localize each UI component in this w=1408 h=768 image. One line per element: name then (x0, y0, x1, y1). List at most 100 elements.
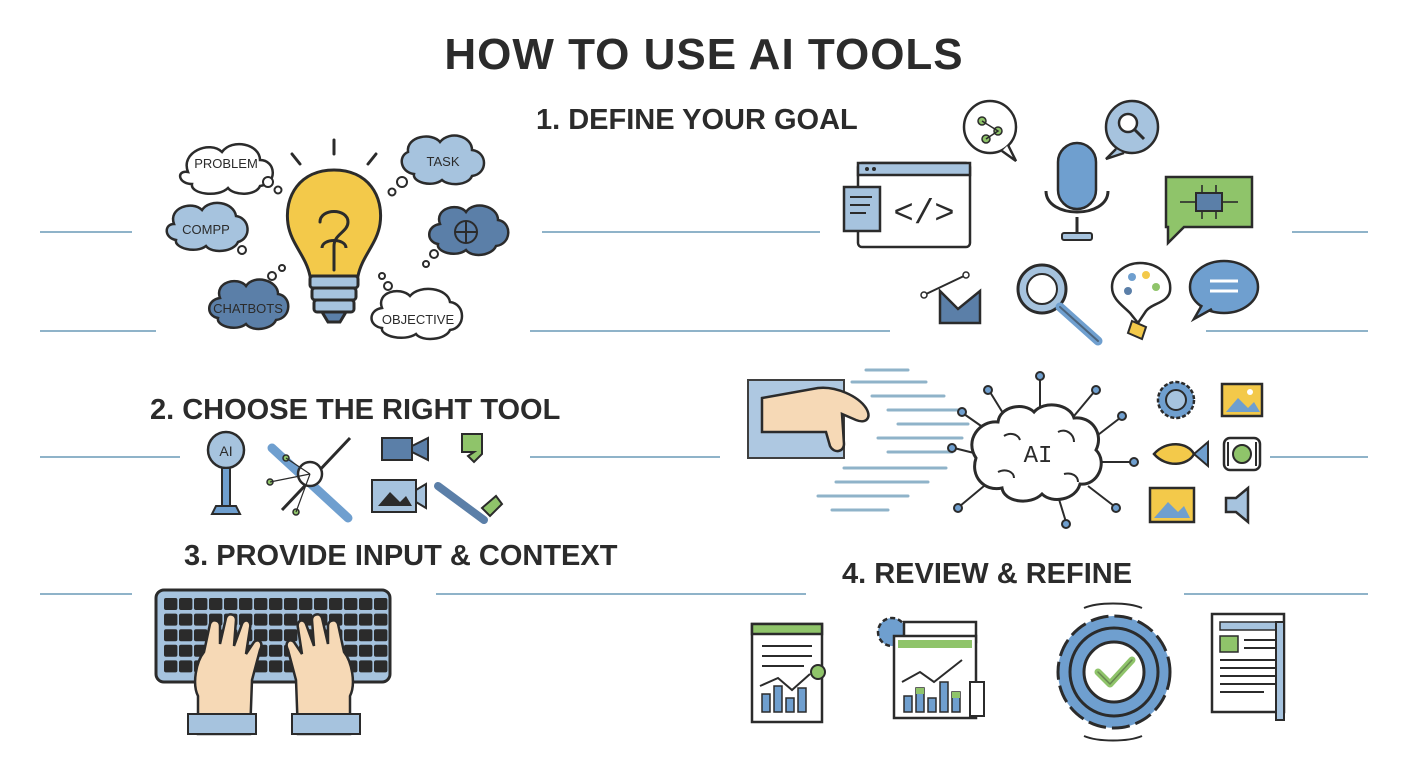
design-tools-icon (266, 436, 353, 523)
divider-line (40, 330, 156, 332)
keyboard-key (374, 629, 388, 642)
chart-doc-icon (876, 616, 985, 720)
keyboard-key (164, 644, 178, 657)
keyboard-key (179, 613, 193, 626)
document-icon (1210, 612, 1286, 721)
keyboard-icon (154, 588, 392, 736)
cloud-problem: PROBLEM (179, 142, 283, 196)
tools-cluster: </> (842, 99, 1260, 346)
gear-check-icon (1056, 602, 1172, 742)
divider-line (40, 593, 132, 595)
keyboard-key (284, 629, 298, 642)
svg-text:OBJECTIVE: OBJECTIVE (382, 312, 455, 327)
svg-text:TASK: TASK (427, 154, 460, 169)
divider-line (542, 231, 820, 233)
keyboard-key (359, 629, 373, 642)
ai-brain-icon: AI (947, 371, 1139, 529)
goal-illustration: PROBLEM TASK COMPP CHATBOTS OBJECTIVE (165, 134, 510, 341)
keyboard-key (269, 613, 283, 626)
video-camera-icon (381, 436, 429, 462)
microphone-icon (1044, 141, 1110, 241)
keyboard-key (344, 644, 358, 657)
step-1-heading: 1. DEFINE YOUR GOAL (536, 104, 858, 136)
keyboard-key (194, 613, 208, 626)
keyboard-key (269, 629, 283, 642)
svg-text:AI: AI (219, 443, 232, 459)
speaker-icon (1224, 485, 1250, 525)
phone-icon (461, 433, 483, 464)
keyboard-key (254, 598, 268, 610)
keyboard-key (179, 629, 193, 642)
cloud-task: TASK (387, 134, 486, 197)
keyboard-key (209, 598, 223, 610)
typing-hands (187, 613, 361, 736)
keyboard-key (179, 598, 193, 610)
keyboard-key (164, 598, 178, 610)
keyboard-key (344, 613, 358, 626)
cloud-network-icon (422, 204, 510, 268)
divider-line (530, 456, 720, 458)
palette-bulb-icon (1110, 261, 1172, 341)
ai-brain-illustration: AI (747, 368, 1264, 529)
keyboard-key (254, 629, 268, 642)
divider-line (1206, 330, 1368, 332)
keyboard-key (239, 598, 253, 610)
keyboard-key (314, 598, 328, 610)
picture-icon (1148, 486, 1196, 524)
divider-line (1184, 593, 1368, 595)
keyboard-key (374, 660, 388, 673)
ai-trophy-icon: AI (206, 430, 246, 515)
review-icons (750, 602, 1286, 742)
keyboard-key (179, 660, 193, 673)
lightbulb-icon (285, 168, 383, 324)
keyboard-key (374, 598, 388, 610)
keyboard-key (269, 644, 283, 657)
keyboard-key (224, 598, 238, 610)
step-3-heading: 3. PROVIDE INPUT & CONTEXT (184, 540, 618, 572)
divider-line (40, 231, 132, 233)
keyboard-key (269, 660, 283, 673)
cloud-objective: OBJECTIVE (370, 272, 464, 341)
keyboard-key (284, 598, 298, 610)
hand-cursor-icon (747, 379, 870, 459)
step-4-heading: 4. REVIEW & REFINE (842, 558, 1133, 590)
step-2-heading: 2. CHOOSE THE RIGHT TOOL (150, 394, 561, 426)
keyboard-key (254, 613, 268, 626)
divider-line (530, 330, 890, 332)
divider-line (1270, 456, 1368, 458)
tool-choice-icons: AI (206, 430, 504, 524)
report-icon (750, 622, 826, 724)
keyboard-key (374, 644, 388, 657)
audio-icon (1222, 436, 1262, 472)
svg-text:CHATBOTS: CHATBOTS (213, 301, 283, 316)
svg-text:</>: </> (893, 196, 954, 234)
keyboard-key (164, 660, 178, 673)
divider-line (1292, 231, 1368, 233)
keyboard-key (194, 598, 208, 610)
divider-line (436, 593, 806, 595)
photo-video-icon (371, 479, 427, 513)
chat-search-icon (1104, 99, 1160, 161)
svg-text:AI: AI (1024, 443, 1053, 470)
keyboard-key (284, 613, 298, 626)
divider-line (40, 456, 180, 458)
keyboard-key (179, 644, 193, 657)
keyboard-key (194, 629, 208, 642)
keyboard-key (344, 629, 358, 642)
keyboard-key (164, 629, 178, 642)
keyboard-key (359, 660, 373, 673)
chat-network-icon (962, 99, 1018, 163)
keyboard-key (329, 598, 343, 610)
drawing-icon (920, 271, 982, 325)
keyboard-key (269, 598, 283, 610)
keyboard-key (299, 598, 313, 610)
circuit-chat-icon (1164, 175, 1254, 247)
keyboard-key (344, 598, 358, 610)
keyboard-key (164, 613, 178, 626)
svg-text:COMPP: COMPP (182, 222, 230, 237)
speech-bubble-icon (1188, 259, 1260, 323)
keyboard-key (359, 644, 373, 657)
cloud-compp: COMPP (165, 201, 249, 255)
fish-icon (1152, 439, 1209, 469)
svg-text:PROBLEM: PROBLEM (194, 156, 258, 171)
